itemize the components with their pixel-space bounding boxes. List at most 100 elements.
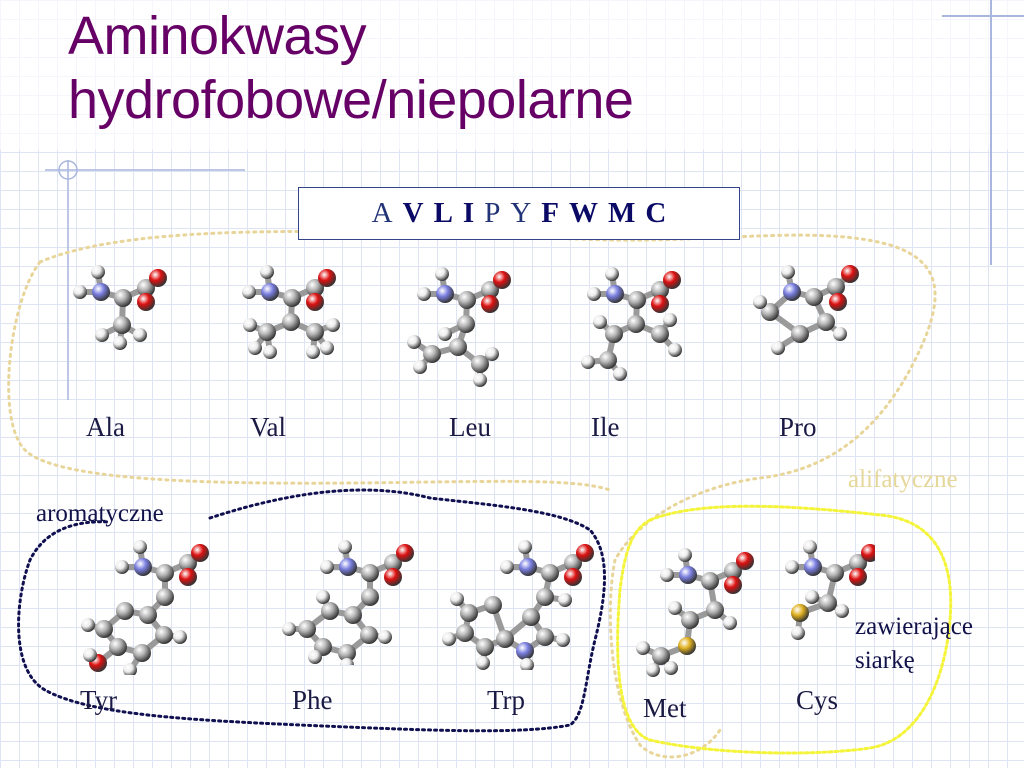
carbon-atom	[423, 345, 441, 363]
label-cys: Cys	[796, 685, 839, 715]
oxygen-atom	[849, 568, 867, 586]
hydrogen-atom	[668, 601, 682, 615]
code-letter: V	[402, 197, 424, 229]
carbon-atom	[522, 608, 540, 626]
hydrogen-atom	[248, 341, 262, 355]
molecule-leu	[407, 267, 511, 387]
label-trp: Trp	[487, 685, 526, 715]
nitrogen-atom	[679, 566, 697, 584]
hydrogen-atom	[646, 663, 660, 677]
oxygen-atom	[663, 271, 681, 289]
hydrogen-atom	[803, 540, 817, 554]
oxygen-atom	[736, 552, 754, 570]
hydrogen-atom	[243, 318, 257, 332]
carbon-atom	[564, 554, 582, 572]
oxygen-atom	[396, 544, 414, 562]
oxygen-atom	[481, 295, 499, 313]
hydrogen-atom	[407, 335, 421, 349]
oxygen-atom	[306, 293, 324, 311]
carbon-atom	[819, 594, 837, 612]
sulfur-atom	[678, 637, 696, 655]
nitrogen-atom	[516, 642, 534, 660]
nitrogen-atom	[339, 558, 357, 576]
carbon-atom	[155, 626, 173, 644]
hydrogen-atom	[338, 540, 352, 554]
hydrogen-atom	[263, 345, 277, 359]
carbon-atom	[599, 351, 617, 369]
hydrogen-atom	[81, 618, 95, 632]
carbon-atom	[298, 620, 316, 638]
oxygen-atom	[179, 568, 197, 586]
carbon-atom	[258, 323, 276, 341]
carbon-atom	[481, 281, 499, 299]
carbon-atom	[306, 323, 324, 341]
hydrogen-atom	[833, 327, 847, 341]
hydrogen-atom	[664, 661, 678, 675]
title-line-2: hydrofobowe/niepolarne	[68, 70, 634, 130]
title-band	[0, 0, 1024, 150]
label-phe: Phe	[292, 685, 333, 715]
sulfur-label-line-1: zawierające	[855, 613, 973, 640]
carbon-atom	[179, 554, 197, 572]
hydrogen-atom	[593, 315, 607, 329]
hydrogen-atom	[771, 341, 785, 355]
molecule-phe	[282, 540, 414, 665]
hydrogen-atom	[450, 592, 464, 606]
hydrogen-atom	[500, 560, 514, 574]
nitrogen-atom	[804, 558, 822, 576]
hydrogen-atom	[556, 633, 570, 647]
carbon-atom	[541, 564, 559, 582]
hydrogen-atom	[133, 540, 147, 554]
hydrogen-atom	[518, 540, 532, 554]
hydrogen-atom	[326, 318, 340, 332]
carbon-atom	[384, 554, 402, 572]
hydrogen-atom	[476, 656, 490, 670]
nitrogen-atom	[519, 558, 537, 576]
carbon-atom	[471, 355, 489, 373]
hydrogen-atom	[320, 341, 334, 355]
carbon-atom	[116, 602, 134, 620]
one-letter-codes-box: A V L I P Y F W M C	[298, 187, 740, 240]
oxygen-atom	[861, 544, 875, 562]
carbon-atom	[724, 562, 742, 580]
slide-title: Aminokwasy hydrofobowe/niepolarne	[68, 4, 634, 132]
label-met: Met	[643, 693, 687, 723]
molecule-trp	[442, 540, 594, 670]
template-ornament	[58, 160, 78, 180]
hydrogen-atom	[558, 593, 572, 607]
carbon-atom	[109, 638, 127, 656]
molecule-ala	[73, 265, 167, 350]
carbon-atom	[449, 338, 467, 356]
nitrogen-atom	[606, 285, 624, 303]
hydrogen-atom	[260, 265, 274, 279]
group-label-aliphatic: alifatyczne	[848, 466, 958, 493]
carbon-atom	[114, 289, 132, 307]
carbon-atom	[338, 644, 356, 662]
hydrogen-atom	[73, 285, 87, 299]
label-tyr: Tyr	[80, 685, 118, 715]
carbon-atom	[137, 279, 155, 297]
hydrogen-atom	[785, 560, 799, 574]
carbon-atom	[826, 564, 844, 582]
carbon-atom	[536, 628, 554, 646]
hydrogen-atom	[417, 287, 431, 301]
sulfur-atom	[791, 604, 809, 622]
carbon-atom	[817, 313, 835, 331]
molecule-val	[242, 265, 340, 359]
molecule-tyr	[81, 540, 209, 675]
label-pro: Pro	[779, 412, 817, 442]
carbon-atom	[361, 564, 379, 582]
hydrogen-atom	[668, 343, 682, 357]
hydrogen-atom	[678, 548, 692, 562]
hydrogen-atom	[242, 285, 256, 299]
carbon-atom	[651, 281, 669, 299]
hydrogen-atom	[340, 658, 354, 665]
label-ile: Ile	[591, 412, 620, 442]
carbon-atom	[156, 588, 174, 606]
carbon-atom	[805, 288, 823, 306]
oxygen-atom	[841, 265, 859, 283]
hydrogen-atom	[115, 560, 129, 574]
carbon-atom	[133, 644, 151, 662]
carbon-atom	[706, 601, 724, 619]
hydrogen-atom	[613, 367, 627, 381]
